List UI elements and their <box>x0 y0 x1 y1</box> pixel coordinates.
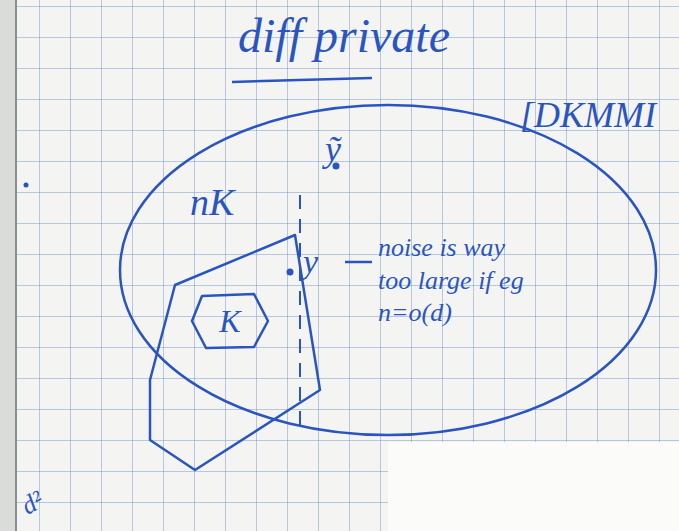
shape-label: nK <box>190 180 234 224</box>
dashed-segment <box>299 195 301 425</box>
dot <box>24 183 29 188</box>
handwritten-note: diff private <box>238 8 450 63</box>
point-y <box>287 269 294 276</box>
handwritten-note: ỹ <box>325 128 341 170</box>
convex-body: K <box>190 292 270 350</box>
paper-scrap <box>388 442 679 531</box>
handwritten-note: noise is way too large if eg n=o(d) <box>378 232 528 330</box>
shape-label: K <box>219 303 240 340</box>
page-edge-line <box>15 0 17 531</box>
page-edge <box>0 0 16 531</box>
handwritten-note: d² <box>16 485 49 521</box>
scaled-body: nK K <box>140 180 330 480</box>
handwritten-note: y <box>303 243 318 281</box>
title-underline <box>232 78 372 82</box>
ball-circle <box>120 105 656 435</box>
handwritten-note: [DKMMI <box>520 94 656 136</box>
leader-line <box>345 261 372 264</box>
